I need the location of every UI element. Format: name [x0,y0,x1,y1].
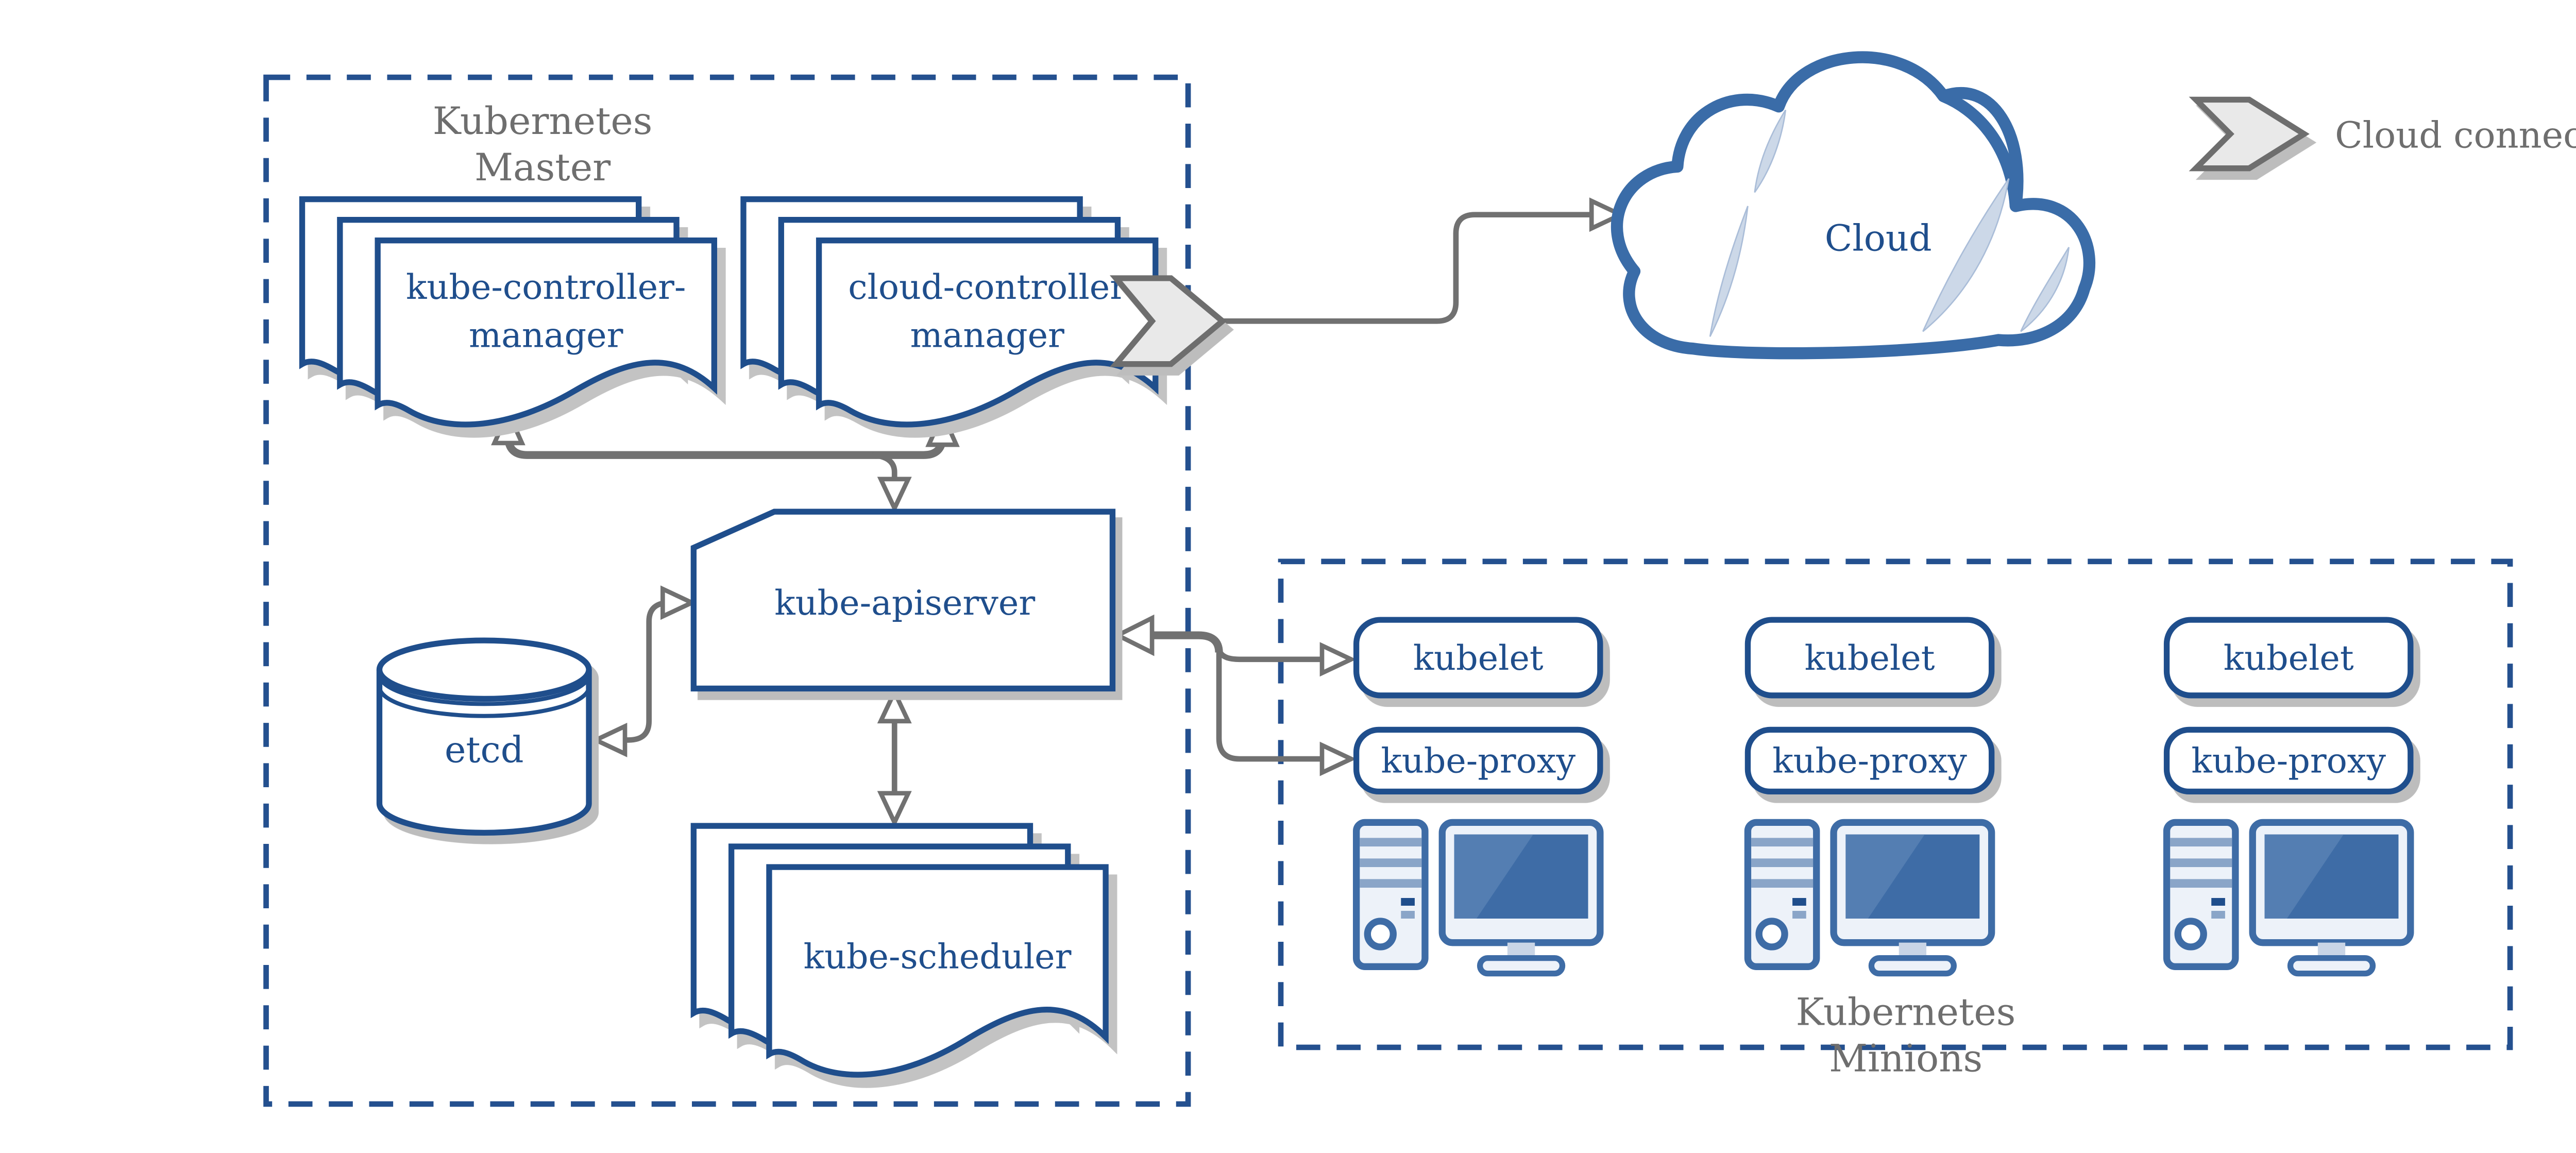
kubelet-label-1: kubelet [1413,638,1544,678]
minion-node-2: kubelet kube-proxy [1744,617,1995,977]
cloud-connector-chevron-icon [1109,275,1227,367]
legend-cloud-connector: Cloud connector [2189,96,2576,172]
monitor-icon [2249,819,2414,977]
monitor-icon [1830,819,1995,977]
node-computer-icon-2 [1744,819,1995,977]
cloud-connector-icon [2189,96,2310,172]
kube-proxy-box-2 [1744,726,1995,795]
kube-controller-manager-label-line1: kube-controller- [406,267,686,307]
minions-label-line1: Kubernetes [1796,991,2016,1035]
arrowhead-left-etcd [590,722,628,757]
master-label-line2: Master [474,146,611,190]
cloud-slash-4 [2020,247,2070,332]
arrowhead-up-kube-controller [491,406,526,446]
arrow-apiserver-scheduler [877,686,912,828]
minion-node-3: kubelet kube-proxy [2163,617,2414,977]
arrowhead-down-scheduler [877,791,912,828]
cloud-slash-3 [1922,178,2010,332]
kubernetes-master-boundary [263,74,1191,1107]
arrowhead-right-apiserver [660,585,698,620]
kube-proxy-label-2: kube-proxy [1772,741,1967,781]
kube-proxy-box-3 [2163,726,2414,795]
kubelet-box-2 [1744,617,1995,699]
kube-apiserver-shape: kube-apiserver [690,508,1116,692]
arrowhead-up-cloud-controller [925,408,960,447]
etcd-label: etcd [445,729,524,771]
kube-scheduler-label: kube-scheduler [804,937,1072,977]
tower-icon [2163,819,2239,970]
cloud-slash-1 [1754,109,1787,193]
arrow-cloud-controller-cloud [1219,197,1626,324]
node-computer-icon-3 [2163,819,2414,977]
kubernetes-minions-boundary [1278,558,2513,1050]
cloud-label: Cloud [1825,217,1932,260]
arrow-controllers-apiserver [491,406,960,514]
kubelet-box-3 [2163,617,2414,699]
arrowhead-down-apiserver [877,477,912,514]
node-computer-icon-1 [1352,819,1604,977]
arrowhead-up-apiserver-bottom [877,686,912,724]
arrowhead-left-apiserver-right [1112,614,1155,656]
cloud-shape: Cloud [1611,51,2095,360]
tower-icon [1744,819,1820,970]
kube-proxy-label-3: kube-proxy [2191,741,2386,781]
kube-apiserver-label: kube-apiserver [774,583,1035,623]
kubelet-box-1 [1353,617,1603,699]
cloud-controller-manager-label-line2: manager [910,315,1064,355]
kubelet-label-3: kubelet [2224,638,2354,678]
arrowhead-right-cloud [1589,197,1626,232]
kube-scheduler-shape: kube-scheduler [690,823,1109,1078]
arrow-apiserver-etcd [590,585,698,757]
kube-proxy-label-1: kube-proxy [1381,741,1575,781]
arrowhead-right-kube-proxy [1319,741,1357,776]
arrow-apiserver-minions [1112,614,1357,776]
minions-label-line2: Minions [1829,1037,1982,1081]
kubelet-label-2: kubelet [1805,638,1935,678]
monitor-icon [1438,819,1604,977]
kube-proxy-box-1 [1353,726,1603,795]
minion-node-1: kubelet kube-proxy [1352,617,1604,977]
cloud-controller-manager-label-line1: cloud-controller [848,267,1126,307]
tower-icon [1352,819,1429,970]
kube-controller-manager-shape: kube-controller- manager [299,196,717,428]
arrowhead-right-kubelet [1319,642,1357,677]
cloud-slash-2 [1709,206,1749,337]
cloud-controller-manager-shape: cloud-controller manager [740,196,1159,428]
kube-controller-manager-label-line2: manager [469,315,623,355]
etcd-shape: etcd [376,637,592,836]
master-label-line1: Kubernetes [433,99,653,143]
legend-cloud-connector-label: Cloud connector [2335,114,2576,157]
